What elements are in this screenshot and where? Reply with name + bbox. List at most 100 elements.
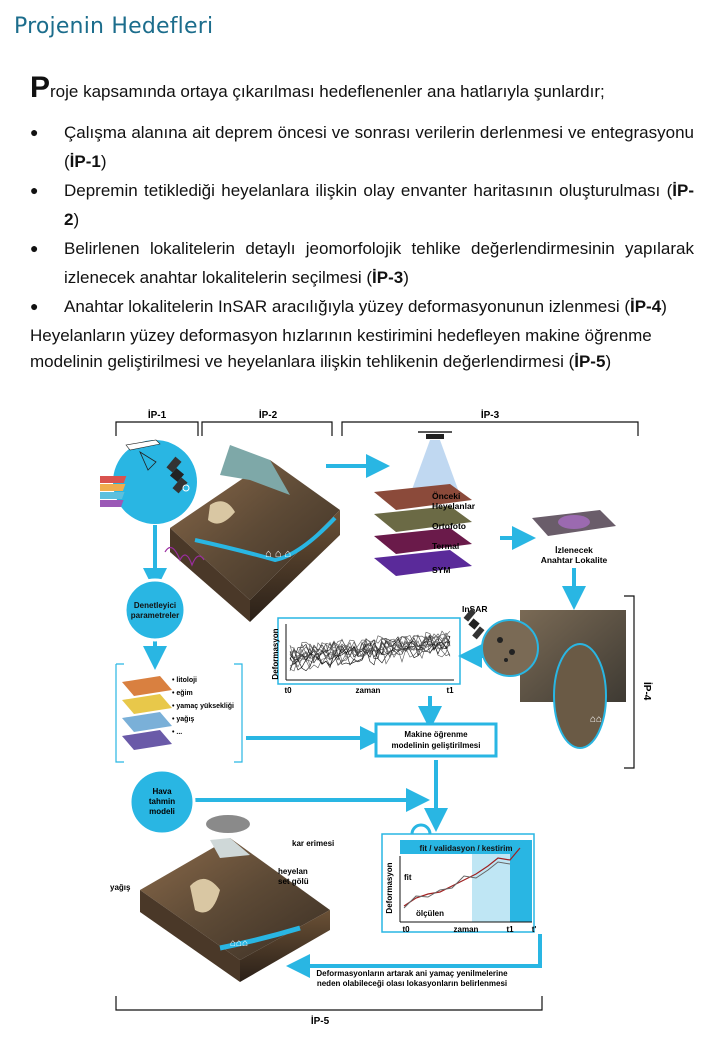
fc-tf-label: t' bbox=[532, 925, 537, 934]
data-collection-circle bbox=[100, 439, 197, 524]
goal-code: İP-2 bbox=[64, 181, 694, 229]
rain-label: yağış bbox=[110, 883, 131, 892]
terrain-block-ip5: ⌂⌂⌂ bbox=[140, 815, 330, 982]
layer-thermal-label: Termal bbox=[432, 541, 459, 551]
supervised-params-circle bbox=[123, 578, 187, 642]
drone-icon bbox=[410, 431, 460, 495]
param-item: • ... bbox=[172, 729, 182, 736]
goal-text: Belirlenen lokalitelerin detaylı jeomorf… bbox=[64, 239, 694, 287]
insar-satellite-icon bbox=[463, 608, 485, 640]
goal-end: ) bbox=[661, 297, 667, 316]
page-title: Projenin Hedefleri bbox=[14, 14, 214, 39]
goal-text: Çalışma alanına ait deprem öncesi ve son… bbox=[64, 123, 694, 171]
measured-label: ölçülen bbox=[416, 909, 444, 918]
satellite-icon bbox=[166, 456, 190, 494]
weather-label-2: tahmin bbox=[149, 797, 175, 806]
goal-text: Depremin tetiklediği heyelanlara ilişkin… bbox=[64, 181, 673, 200]
dam-lake-label-1: heyelan bbox=[278, 867, 308, 876]
goal-code: İP-4 bbox=[630, 297, 662, 316]
final-goal-code: İP-5 bbox=[574, 352, 606, 371]
sup-label-2: parametreler bbox=[131, 611, 179, 620]
weather-label-3: modeli bbox=[149, 807, 175, 816]
seismic-wave-icon bbox=[164, 546, 205, 567]
timeseries-line bbox=[289, 633, 451, 663]
goal-text: Anahtar lokalitelerin InSAR aracılığıyla… bbox=[64, 297, 630, 316]
bullet-icon: ● bbox=[30, 298, 39, 314]
key-locality-label-1: İzlenecek bbox=[555, 545, 593, 555]
goal-code: İP-3 bbox=[372, 268, 404, 287]
fc-time-label: zaman bbox=[454, 925, 479, 934]
param-item: • litoloji bbox=[172, 677, 197, 684]
final-goal-sentence: Heyelanların yüzey deformasyon hızlarını… bbox=[30, 326, 652, 371]
intro-text: Proje kapsamında ortaya çıkarılması hede… bbox=[30, 71, 700, 106]
plane-icon bbox=[125, 439, 161, 451]
fc-ylabel: Deformasyon bbox=[385, 862, 394, 913]
intro-sentence: roje kapsamında ortaya çıkarılması hedef… bbox=[50, 82, 605, 101]
parameter-layers bbox=[115, 663, 243, 763]
final-goal-text: Heyelanların yüzey deformasyon hızlarını… bbox=[30, 323, 700, 375]
outcome-label-1: Deformasyonların artarak ani yamaç yenil… bbox=[316, 969, 508, 978]
weather-label-1: Hava bbox=[152, 787, 172, 796]
timeseries-line bbox=[289, 641, 451, 672]
cloud-icon bbox=[206, 815, 250, 833]
key-locality-label-2: Anahtar Lokalite bbox=[541, 555, 608, 565]
timeseries-line bbox=[289, 641, 451, 671]
forecast-chart bbox=[381, 823, 535, 933]
ts-t1-label: t1 bbox=[446, 686, 454, 695]
house-icon: ⌂⌂⌂ bbox=[230, 938, 248, 949]
ml-label-2: modelinin geliştirilmesi bbox=[392, 741, 481, 750]
ts-time-label: zaman bbox=[356, 686, 381, 695]
param-item: • eğim bbox=[172, 690, 193, 697]
final-goal-end: ) bbox=[605, 352, 612, 371]
goal-item: ● Depremin tetiklediği heyelanlara ilişki… bbox=[30, 176, 694, 234]
ip5-bracket bbox=[115, 996, 543, 1011]
key-locality-tile bbox=[532, 510, 616, 536]
data-layers-stack bbox=[374, 484, 472, 576]
layer-orthophoto-label: Ortofoto bbox=[432, 521, 466, 531]
ml-model-box bbox=[374, 722, 498, 758]
timeseries-lines bbox=[289, 630, 451, 672]
top-brackets bbox=[115, 421, 639, 436]
timeseries-line bbox=[289, 640, 451, 672]
layer-previous-label-2: Heyelanlar bbox=[432, 501, 476, 511]
intro-dropcap: P bbox=[30, 71, 51, 104]
insar-label: InSAR bbox=[462, 604, 488, 614]
house-icon: ⌂⌂ bbox=[590, 714, 602, 725]
dam-lake-label-2: set gölü bbox=[278, 877, 309, 886]
ip2-label: İP-2 bbox=[259, 408, 278, 421]
goal-item: ● Çalışma alanına ait deprem öncesi ve so… bbox=[30, 118, 694, 176]
sup-label-1: Denetleyici bbox=[134, 601, 176, 610]
param-item: • yağış bbox=[172, 716, 194, 723]
ip4-bracket bbox=[624, 595, 635, 769]
goals-list: ● Çalışma alanına ait deprem öncesi ve so… bbox=[30, 118, 694, 321]
ts-ylabel: Deformasyon bbox=[271, 628, 280, 679]
ip1-label: İP-1 bbox=[148, 408, 167, 421]
goal-item: ● Belirlenen lokalitelerin detaylı jeomor… bbox=[30, 234, 694, 292]
insar-block: ⌂⌂ bbox=[481, 610, 626, 749]
ip3-label: İP-3 bbox=[481, 408, 500, 421]
fc-t1-label: t1 bbox=[506, 925, 514, 934]
bullet-icon: ● bbox=[30, 124, 39, 140]
cycle-icon bbox=[410, 823, 432, 835]
goal-code: İP-1 bbox=[69, 152, 101, 171]
fit-header: fit / validasyon / kestirim bbox=[420, 844, 513, 853]
fit-label: fit bbox=[404, 873, 412, 882]
param-item: • yamaç yüksekliği bbox=[172, 703, 234, 710]
layer-dem-label: SYM bbox=[432, 565, 450, 575]
ip5-label: İP-5 bbox=[311, 1014, 330, 1027]
goal-end: ) bbox=[100, 152, 107, 171]
timeseries-line bbox=[289, 630, 451, 660]
fc-t0-label: t0 bbox=[402, 925, 410, 934]
house-icon: ⌂ ⌂ ⌂ bbox=[265, 548, 291, 560]
ml-label-1: Makine öğrenme bbox=[404, 730, 468, 739]
ip4-label: İP-4 bbox=[641, 682, 654, 701]
workflow-diagram: İP-1 İP-2 İP-3 ⌂ ⌂ ⌂ Önceki Heyelanlar O bbox=[100, 408, 654, 1027]
ts-t0-label: t0 bbox=[284, 686, 292, 695]
snowmelt-label: kar erimesi bbox=[292, 839, 334, 848]
goal-end: ) bbox=[73, 210, 80, 229]
layer-previous-label: Önceki bbox=[432, 491, 460, 501]
goal-item: ● Anahtar lokalitelerin InSAR aracılığıyl… bbox=[30, 292, 694, 321]
bullet-icon: ● bbox=[30, 182, 39, 198]
bullet-icon: ● bbox=[30, 240, 39, 256]
insar-timeseries bbox=[277, 617, 461, 685]
